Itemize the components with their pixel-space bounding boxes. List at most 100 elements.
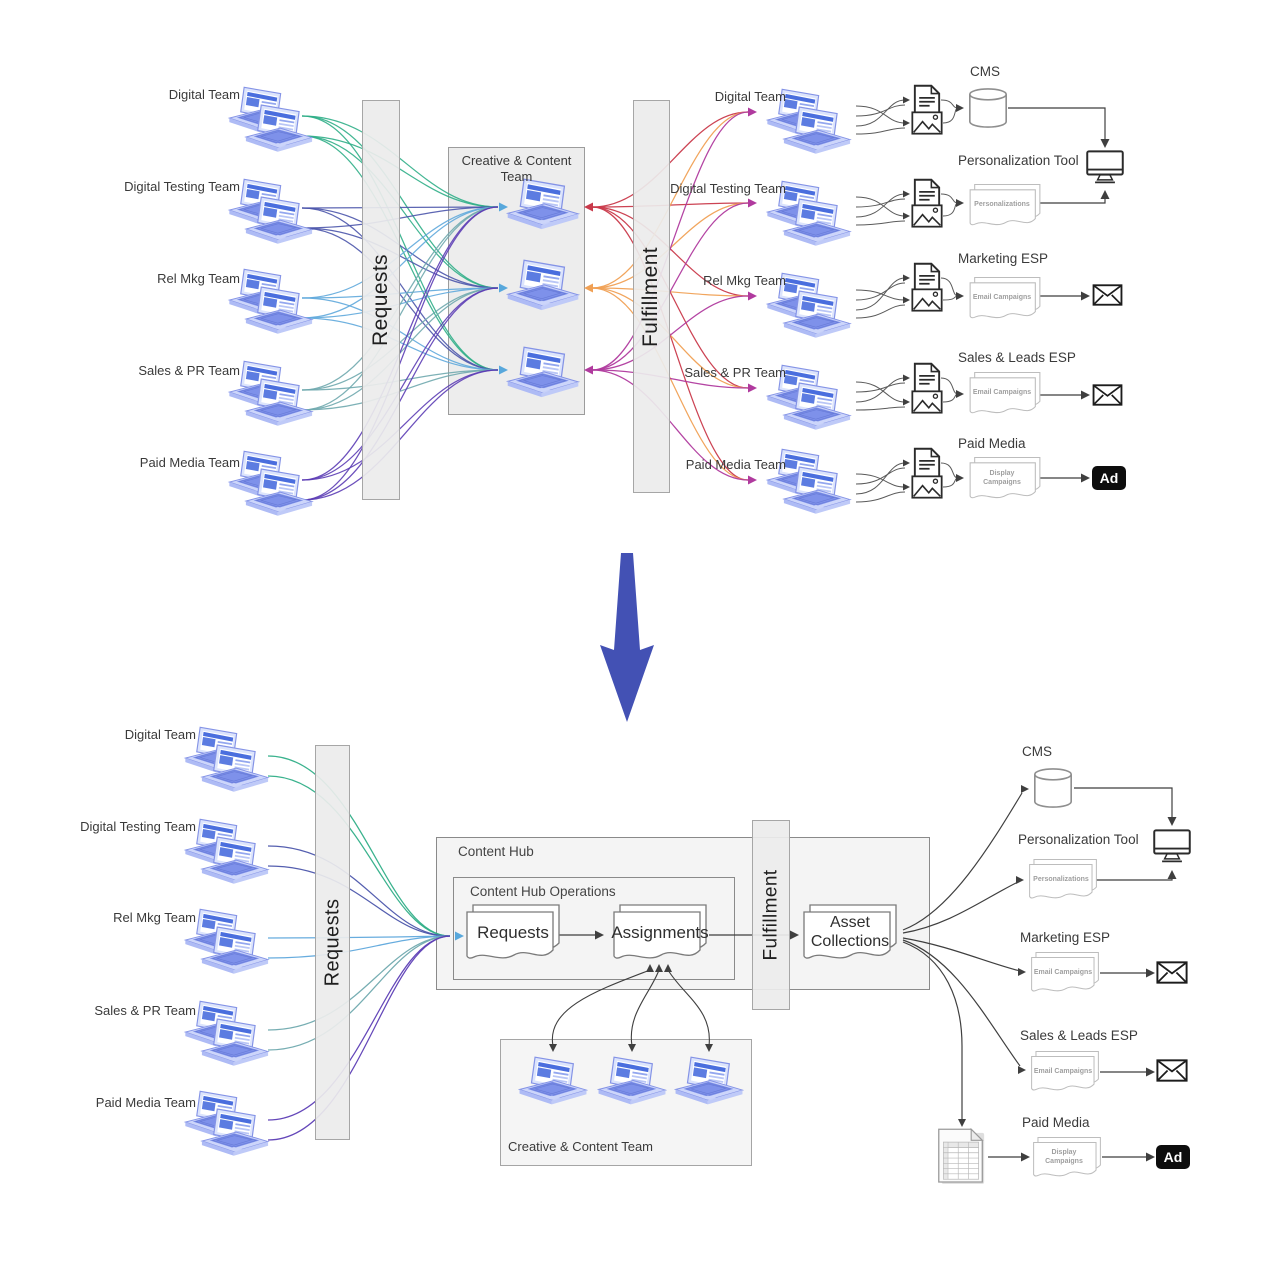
laptop-icon (597, 1056, 667, 1106)
database-icon (1033, 768, 1073, 808)
connector-path (942, 202, 959, 217)
arrowhead (1100, 190, 1110, 199)
connector-path (301, 287, 499, 299)
connector-path (301, 287, 499, 319)
arrowhead (1167, 870, 1177, 879)
arrowhead (956, 390, 964, 398)
arrowhead (1018, 968, 1026, 976)
team-laptops-icon (229, 451, 312, 515)
connector-path (301, 287, 499, 411)
connector-path (940, 462, 959, 479)
connector-path (301, 115, 499, 289)
team-label: Sales & PR Team (94, 1003, 196, 1018)
connector-path (940, 277, 959, 297)
system-label: CMS (1022, 744, 1052, 759)
connector-path (301, 115, 499, 208)
connector-path (591, 206, 749, 389)
connector-path (267, 935, 451, 1141)
arrowhead (499, 283, 508, 293)
arrowhead (903, 374, 910, 382)
team-label: Rel Mkg Team (113, 910, 196, 925)
team-label: Paid Media Team (139, 455, 240, 470)
connector-path (855, 381, 906, 403)
connector-path (1096, 876, 1173, 881)
connector-path (591, 111, 749, 371)
arrowhead (956, 292, 964, 300)
doc-label: Personalizations (1033, 876, 1089, 883)
arrowhead (549, 1044, 557, 1052)
arrowhead (956, 104, 964, 112)
connector-path (301, 206, 499, 501)
arrowhead (903, 274, 910, 282)
connector-path (855, 277, 906, 311)
arrowhead (1100, 139, 1110, 148)
arrowhead (455, 931, 464, 941)
image-icon (911, 475, 943, 499)
team-label: Digital Team (168, 87, 240, 102)
connector-path (942, 295, 959, 301)
team-laptops-icon (185, 1091, 268, 1155)
team-label: Digital Testing Team (80, 819, 196, 834)
arrowhead (584, 365, 593, 375)
connector-path (855, 104, 906, 117)
doc-label: Display Campaigns (1045, 1149, 1083, 1166)
arrowhead (499, 365, 508, 375)
connector-path (855, 289, 906, 301)
connector-path (902, 937, 1021, 972)
connector-path (591, 206, 749, 297)
connector-path (855, 193, 906, 218)
arrowhead (1018, 1066, 1026, 1074)
arrowhead (1021, 785, 1029, 793)
arrowhead (748, 107, 757, 117)
arrowhead (790, 930, 799, 940)
team-label: Rel Mkg Team (157, 271, 240, 286)
connector-path (591, 295, 749, 371)
team-label: Digital Testing Team (670, 181, 786, 196)
connector-path (591, 287, 749, 481)
connector-path (855, 406, 906, 411)
arrowhead (584, 202, 593, 212)
arrowhead (748, 291, 757, 301)
arrowhead (958, 1119, 966, 1127)
arrowhead (655, 964, 663, 972)
connector-path (855, 491, 906, 503)
connector-path (301, 287, 499, 501)
arrowhead (903, 119, 910, 127)
connector-path (267, 845, 451, 937)
connector-path (940, 377, 959, 395)
document-icon (913, 362, 941, 395)
connector-path (267, 935, 451, 959)
connector-path (301, 115, 499, 371)
arrowhead (584, 283, 593, 293)
arrowhead (748, 475, 757, 485)
connector-path (591, 287, 749, 297)
image-icon (911, 288, 943, 312)
document-icon (913, 84, 941, 117)
connector-path (667, 969, 710, 1047)
connector-path (591, 206, 749, 481)
arrowhead (1146, 1152, 1155, 1162)
connector-path (855, 377, 906, 403)
team-laptops-icon (185, 909, 268, 973)
image-icon (911, 204, 943, 228)
connector-path (267, 935, 451, 1031)
connector-path (1008, 107, 1106, 142)
arrowhead (903, 483, 910, 491)
arrowhead (628, 1044, 636, 1052)
connector-path (855, 304, 906, 319)
system-label: CMS (970, 64, 1000, 79)
connector-path (301, 369, 499, 391)
content-hub-label: Content Hub (458, 844, 534, 859)
doc-label: Email Campaigns (1033, 969, 1093, 976)
arrowhead (903, 212, 910, 220)
connector-path (301, 206, 499, 481)
content-hub-operations-label: Content Hub Operations (470, 884, 616, 899)
connector-path (301, 297, 499, 371)
connector-path (902, 941, 963, 1120)
connector-path (591, 202, 749, 289)
team-laptops-icon (229, 87, 312, 151)
connector-path (855, 127, 906, 135)
system-label: Sales & Leads ESP (1020, 1028, 1138, 1043)
